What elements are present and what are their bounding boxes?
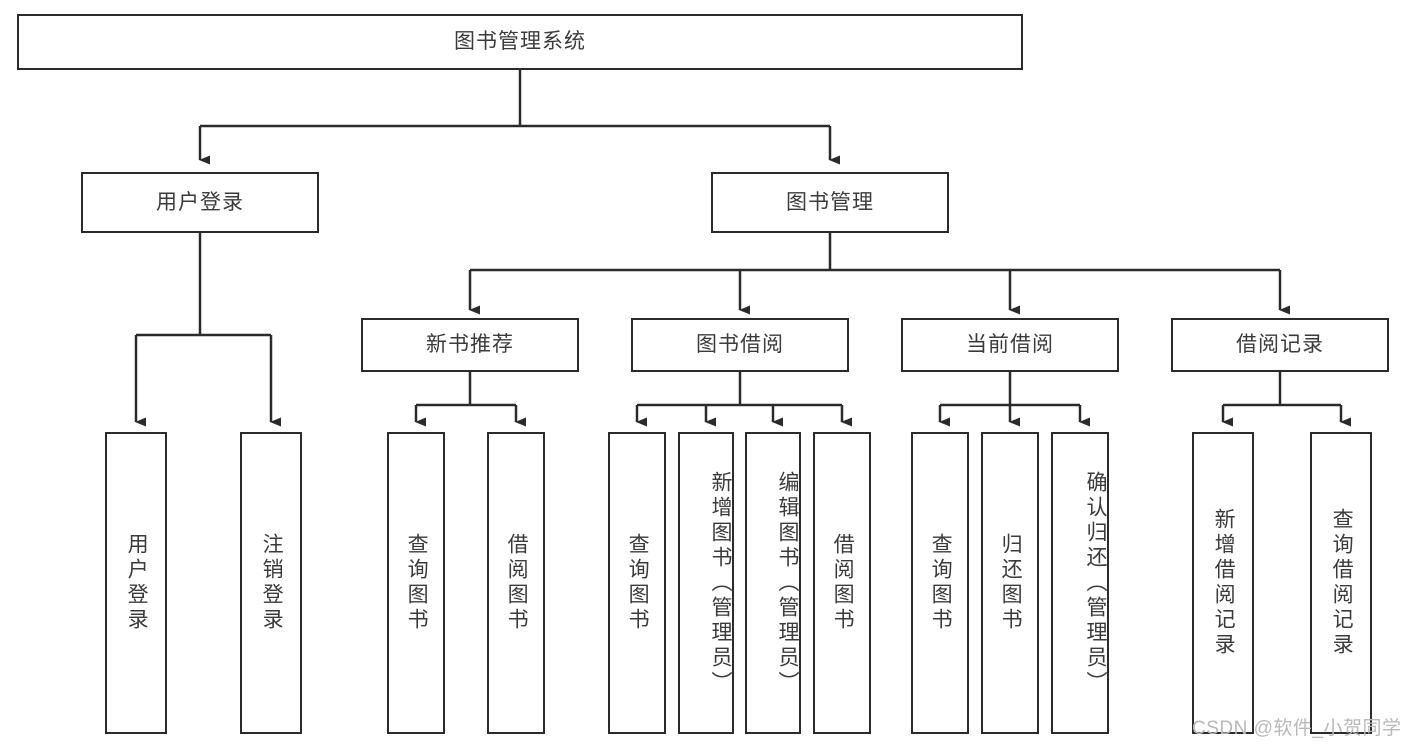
node-borrow-record[interactable]: 借阅记录: [1171, 318, 1389, 372]
leaf-current-borrow-1[interactable]: 归还图书: [981, 432, 1039, 734]
node-label: 图书借阅: [696, 333, 784, 357]
node-book-management[interactable]: 图书管理: [711, 172, 949, 233]
leaf-book-borrow-1[interactable]: 新增图书（管理员）: [678, 432, 734, 734]
node-label: 借阅记录: [1236, 333, 1324, 357]
node-label: 查询图书: [405, 533, 429, 633]
leaf-borrow-record-1[interactable]: 查询借阅记录: [1310, 432, 1372, 734]
leaf-current-borrow-0[interactable]: 查询图书: [911, 432, 969, 734]
node-label: 查询借阅记录: [1330, 508, 1354, 658]
node-label: 借阅图书: [831, 533, 855, 633]
csdn-watermark: CSDN @软件_小贺同学: [1192, 718, 1402, 739]
node-new-book-recommend[interactable]: 新书推荐: [361, 318, 579, 372]
node-label: 新增图书（管理员）: [709, 470, 732, 696]
node-label: 用户登录: [125, 533, 149, 633]
leaf-new-book-recommend-1[interactable]: 借阅图书: [487, 432, 545, 734]
node-label: 编辑图书（管理员）: [776, 470, 799, 696]
node-label: 归还图书: [999, 533, 1023, 633]
node-label: 用户登录: [156, 190, 244, 214]
node-label: 查询图书: [626, 533, 650, 633]
leaf-new-book-recommend-0[interactable]: 查询图书: [387, 432, 445, 734]
leaf-current-borrow-2[interactable]: 确认归还（管理员）: [1051, 432, 1109, 734]
leaf-book-borrow-0[interactable]: 查询图书: [608, 432, 666, 734]
node-label: 注销登录: [260, 533, 284, 633]
leaf-book-borrow-3[interactable]: 借阅图书: [813, 432, 871, 734]
node-label: 查询图书: [929, 533, 953, 633]
node-label: 当前借阅: [966, 333, 1054, 357]
node-user-login[interactable]: 用户登录: [81, 172, 319, 233]
leaf-user-login-0[interactable]: 用户登录: [105, 432, 167, 734]
node-label: 借阅图书: [505, 533, 529, 633]
node-label: 新增借阅记录: [1212, 508, 1236, 658]
node-label: 图书管理: [786, 190, 874, 214]
leaf-borrow-record-0[interactable]: 新增借阅记录: [1192, 432, 1254, 734]
node-label: 新书推荐: [426, 333, 514, 357]
leaf-book-borrow-2[interactable]: 编辑图书（管理员）: [745, 432, 801, 734]
node-book-borrow[interactable]: 图书借阅: [631, 318, 849, 372]
node-root-system[interactable]: 图书管理系统: [17, 14, 1023, 70]
leaf-user-login-1[interactable]: 注销登录: [240, 432, 302, 734]
node-current-borrow[interactable]: 当前借阅: [901, 318, 1119, 372]
node-label: 图书管理系统: [454, 30, 586, 54]
node-label: 确认归还（管理员）: [1084, 470, 1107, 696]
